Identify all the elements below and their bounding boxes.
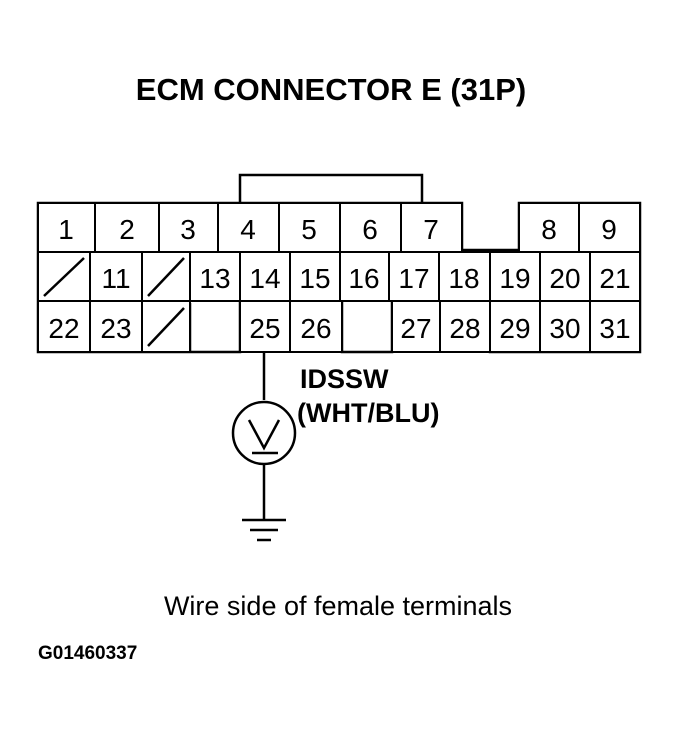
terminal-18 — [438, 251, 491, 302]
terminal-22 — [37, 300, 91, 353]
pin-label-9: 9 — [601, 214, 617, 245]
terminal-30 — [539, 300, 591, 353]
terminal-3 — [158, 202, 219, 253]
pin-label-4: 4 — [240, 214, 256, 245]
terminal-26 — [289, 300, 343, 353]
terminal-13 — [189, 251, 241, 302]
terminal-7 — [400, 202, 463, 253]
pin-label-15: 15 — [299, 263, 330, 294]
voltmeter-icon — [231, 400, 297, 466]
pin-row-3: 22 23 25 26 27 28 29 30 31 — [37, 300, 641, 353]
pin-label-29: 29 — [499, 313, 530, 344]
pin-label-25: 25 — [249, 313, 280, 344]
pin-label-17: 17 — [398, 263, 429, 294]
pin-label-3: 3 — [180, 214, 196, 245]
pin-label-26: 26 — [300, 313, 331, 344]
terminal-19 — [489, 251, 541, 302]
diagram-title: ECM CONNECTOR E (31P) — [136, 72, 526, 107]
terminal-29 — [489, 300, 541, 353]
pin-label-30: 30 — [549, 313, 580, 344]
figure-code: G01460337 — [38, 643, 137, 664]
wire-color-label: (WHT/BLU) — [297, 398, 439, 428]
terminal-4 — [217, 202, 280, 253]
caption: Wire side of female terminals — [164, 591, 512, 621]
pin-label-14: 14 — [249, 263, 280, 294]
pin-row-2: 11 13 14 15 16 17 18 19 20 21 — [37, 251, 641, 302]
pin-label-7: 7 — [423, 214, 439, 245]
pin-label-5: 5 — [301, 214, 317, 245]
pin-label-19: 19 — [499, 263, 530, 294]
ground-symbol-icon — [242, 518, 286, 542]
terminal-6 — [339, 202, 402, 253]
pin-label-23: 23 — [100, 313, 131, 344]
pin-row-1: 1 2 3 4 5 6 7 8 9 — [37, 202, 641, 253]
pin-label-20: 20 — [549, 263, 580, 294]
pin-label-16: 16 — [348, 263, 379, 294]
pin-label-11: 11 — [101, 263, 130, 294]
pin-label-13: 13 — [199, 263, 230, 294]
pin-label-22: 22 — [48, 313, 79, 344]
terminal-31 — [589, 300, 641, 353]
pin-label-8: 8 — [541, 214, 557, 245]
pin-label-1: 1 — [58, 214, 74, 245]
pin-label-21: 21 — [599, 263, 630, 294]
pin-label-27: 27 — [400, 313, 431, 344]
signal-name: IDSSW — [300, 364, 389, 394]
pin-label-2: 2 — [119, 214, 135, 245]
pin-label-18: 18 — [448, 263, 479, 294]
pin-label-31: 31 — [599, 313, 630, 344]
terminal-28 — [439, 300, 491, 353]
pin-label-28: 28 — [449, 313, 480, 344]
pin-label-6: 6 — [362, 214, 378, 245]
